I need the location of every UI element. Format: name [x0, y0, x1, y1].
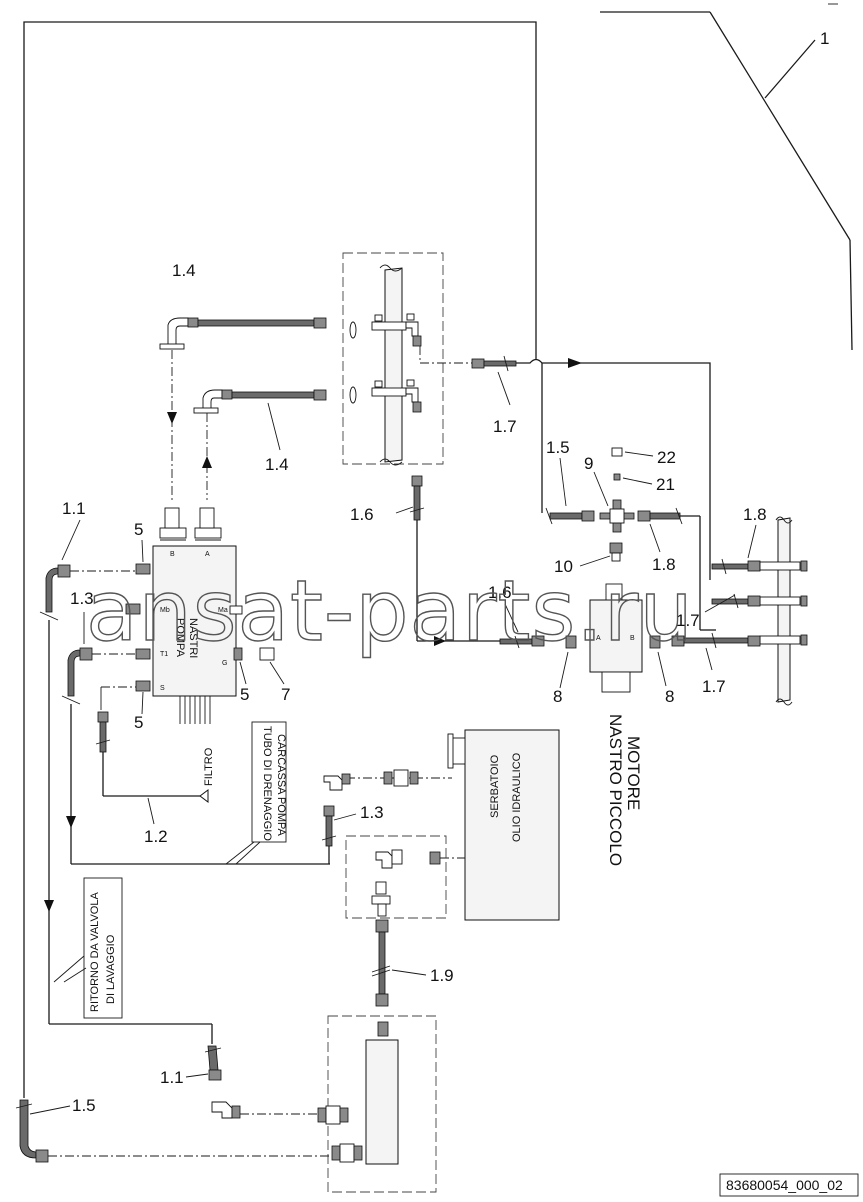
- label-1-5-right: 1.5: [546, 438, 570, 457]
- hose-1-7-top: 1.7: [419, 346, 711, 580]
- label-5-top: 5: [134, 520, 143, 539]
- label-1-3-center: 1.3: [360, 803, 384, 822]
- frame-lines: 1: [23, 3, 853, 1098]
- pump-label-line1: POMPA: [174, 618, 186, 658]
- tank-label-line2: OLIO IDRAULICO: [511, 752, 523, 842]
- pump-port-mb: Mb: [160, 607, 170, 614]
- label-1-4-lower: 1.4: [265, 455, 289, 474]
- motor-label-line1: MOTORE: [624, 736, 643, 810]
- tank-block: SERBATOIO OLIO IDRAULICO: [323, 729, 560, 921]
- pump-port-s: S: [160, 685, 165, 692]
- label-1-8-upper: 1.8: [743, 505, 767, 524]
- hose-1-1-bottom: 1.1: [160, 1045, 318, 1119]
- hose-1-2-filter: FILTRO 1.2: [95, 686, 215, 846]
- label-7: 7: [281, 685, 290, 704]
- hose-1-3-left: 1.3: [61, 589, 330, 865]
- tank-label-line1: SERBATOIO: [489, 754, 501, 818]
- label-1-6-lower: 1.6: [488, 583, 512, 602]
- drain-label: TUBO DI DRENAGGIO CARCASSA POMPA: [225, 721, 287, 865]
- label-1-3-left: 1.3: [70, 589, 94, 608]
- pump-port-t1: T1: [160, 651, 168, 658]
- motor-port-a: A: [596, 635, 601, 642]
- hose-1-6: 1.6 1.6: [350, 475, 545, 649]
- pump-port-ma: Ma: [218, 607, 228, 614]
- label-1-6-upper: 1.6: [350, 505, 374, 524]
- motor-port-b: B: [630, 635, 635, 642]
- label-21: 21: [656, 475, 675, 494]
- motor-label-line2: NASTRO PICCOLO: [606, 714, 625, 866]
- hose-1-3-center: 1.3: [321, 803, 384, 864]
- label-8-left: 8: [553, 687, 562, 706]
- pump-port-a: A: [205, 551, 210, 558]
- drawing-code-box: 83680054_000_02: [719, 1173, 859, 1197]
- label-8-right: 8: [665, 687, 674, 706]
- hose-1-8: 1.8 1.8: [637, 505, 767, 630]
- drain-label-line1: TUBO DI DRENAGGIO: [261, 726, 273, 841]
- label-1-9: 1.9: [430, 966, 454, 985]
- label-22: 22: [657, 448, 676, 467]
- pump-block: B A Mb Ma T1 S G POMPA NASTRI 5 5 5 7: [125, 507, 290, 732]
- watermark: ansat-parts.ru: [86, 562, 694, 660]
- hose-1-5-right: 1.5: [541, 363, 595, 525]
- hose-1-5-bottom: 1.5: [15, 1096, 332, 1163]
- hose-1-4-upper: 1.4: [159, 261, 327, 500]
- fittings-cluster: 22 21 9 10: [554, 447, 676, 576]
- hose-1-9: 1.9: [371, 919, 454, 1007]
- return-label-line1: RITORNO DA VALVOLA: [89, 892, 101, 1012]
- label-1-1-top: 1.1: [62, 499, 86, 518]
- label-10: 10: [554, 557, 573, 576]
- valve-bank-top: [342, 252, 444, 466]
- label-1-1-bottom: 1.1: [160, 1068, 184, 1087]
- drain-label-line2: CARCASSA POMPA: [275, 734, 287, 837]
- pump-port-b: B: [170, 551, 175, 558]
- label-1-7-top: 1.7: [493, 417, 517, 436]
- label-1-8-lower: 1.8: [652, 555, 676, 574]
- label-1-7-bottom: 1.7: [702, 677, 726, 696]
- label-1-7-mid: 1.7: [676, 611, 700, 630]
- pump-label-line2: NASTRI: [187, 618, 199, 658]
- label-1: 1: [820, 29, 829, 48]
- label-5-right: 5: [240, 685, 249, 704]
- label-9: 9: [584, 454, 593, 473]
- hose-1-4-lower: 1.4: [193, 389, 327, 500]
- valve-bank-right: 1.7 1.7: [671, 516, 808, 706]
- filter-label: FILTRO: [203, 747, 215, 786]
- pump-port-g: G: [222, 660, 227, 667]
- hose-1-1-top: 1.1: [39, 499, 213, 1044]
- label-5-bottom: 5: [134, 713, 143, 732]
- label-1-2: 1.2: [144, 827, 168, 846]
- label-1-4-upper: 1.4: [172, 261, 196, 280]
- drawing-code: 83680054_000_02: [726, 1177, 843, 1193]
- valve-box-center: [345, 835, 447, 919]
- label-1-5-bottom: 1.5: [72, 1096, 96, 1115]
- return-label: RITORNO DA VALVOLA DI LAVAGGIO: [53, 877, 123, 1019]
- motor-block: A B 8 8 MOTORE NASTRO PICCOLO: [553, 583, 674, 866]
- return-label-line2: DI LAVAGGIO: [105, 934, 117, 1004]
- valve-box-bottom: [317, 1015, 437, 1193]
